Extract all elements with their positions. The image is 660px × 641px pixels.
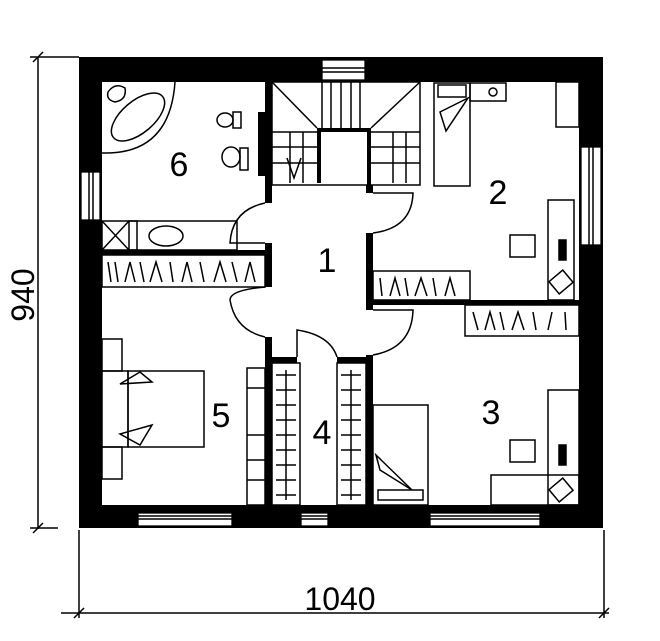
room-number-1: 1 [318, 242, 337, 280]
doors [229, 192, 414, 358]
dimension-height-label: 940 [5, 268, 41, 321]
room-number-5: 5 [212, 397, 231, 435]
room-number-4: 4 [313, 414, 332, 452]
windows [80, 59, 602, 527]
dimension-height: 940 [5, 51, 79, 534]
interior-walls [102, 82, 579, 505]
dimension-width-label: 1040 [304, 581, 375, 617]
staircase [271, 81, 421, 186]
room-number-3: 3 [482, 394, 501, 432]
room-number-6: 6 [170, 146, 189, 184]
room-number-2: 2 [489, 174, 508, 212]
wardrobes [101, 254, 580, 506]
bathroom-fixtures [101, 81, 249, 251]
bedroom-furniture [101, 81, 580, 506]
dimension-width: 1040 [61, 530, 610, 619]
